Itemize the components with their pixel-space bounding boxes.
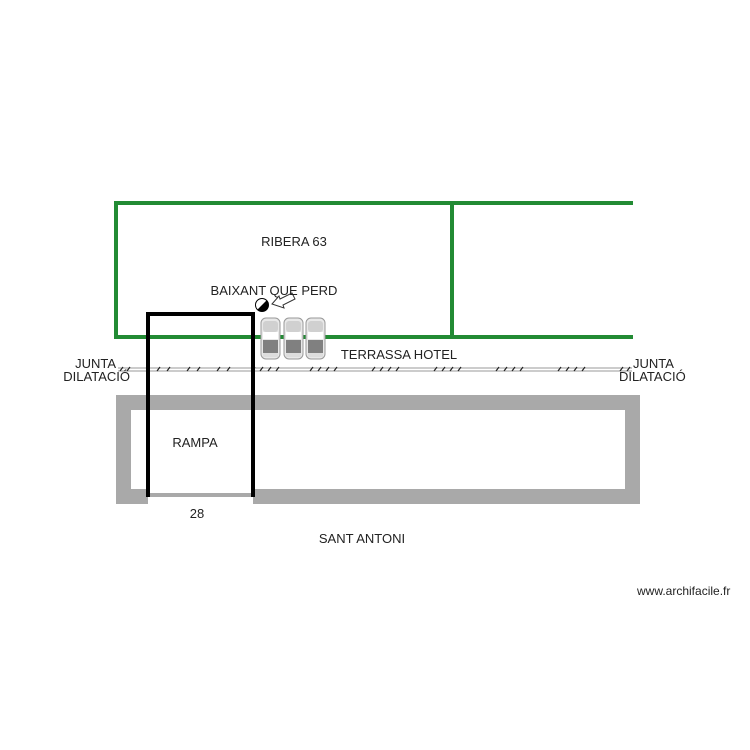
label-junta-right-line2: DILATACIÓ	[619, 369, 686, 384]
label-junta-right-line1: JUNTA	[633, 356, 674, 371]
label-junta-dilatacio-right: JUNTA DILATACIÓ	[619, 357, 686, 383]
ramp-outline[interactable]	[146, 312, 255, 497]
ribera-building-outline[interactable]	[114, 201, 633, 339]
label-junta-left-line2: DILATACIÓ	[63, 369, 130, 384]
car-icon[interactable]	[283, 317, 304, 360]
watermark-link[interactable]: www.archifacile.fr	[637, 584, 731, 598]
car-icon[interactable]	[305, 317, 326, 360]
lower-building-walls[interactable]	[116, 395, 640, 504]
label-junta-left-line1: JUNTA	[75, 356, 116, 371]
downpipe-symbol-icon[interactable]	[255, 298, 269, 312]
dimension-label: 28	[189, 506, 205, 521]
expansion-joint-line[interactable]	[118, 366, 632, 372]
label-ribera-63: RIBERA 63	[261, 234, 327, 249]
label-rampa: RAMPA	[172, 435, 218, 450]
arrow-pointer-icon[interactable]	[271, 292, 296, 309]
label-terrassa-hotel: TERRASSA HOTEL	[340, 347, 458, 362]
label-sant-antoni: SANT ANTONI	[318, 531, 406, 546]
label-junta-dilatacio-left: JUNTA DILATACIÓ	[58, 357, 130, 383]
label-baixant-que-perd: BAIXANT QUE PERD	[210, 283, 338, 298]
car-icon[interactable]	[260, 317, 281, 360]
